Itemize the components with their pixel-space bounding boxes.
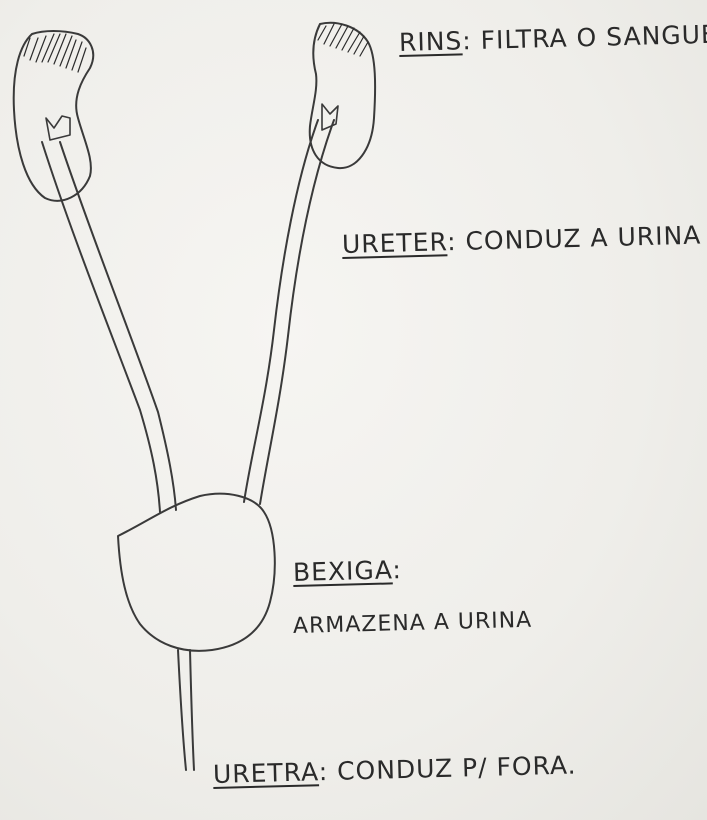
- label-bexiga-term: BEXIGA: [293, 555, 393, 587]
- left-kidney-hilum: [46, 116, 70, 140]
- label-uretra-sep: :: [318, 757, 337, 786]
- label-ureter-sep: :: [447, 227, 466, 256]
- left-kidney-shading: [24, 34, 86, 72]
- urethra-left: [178, 650, 186, 770]
- urethra-right: [190, 650, 194, 770]
- label-uretra-term: URETRA: [213, 757, 319, 789]
- label-rins-term: RINS: [399, 26, 463, 57]
- right-kidney: [310, 23, 375, 168]
- bladder: [118, 494, 275, 651]
- right-ureter-inner: [260, 120, 334, 504]
- right-kidney-shading: [318, 24, 368, 56]
- left-ureter-inner: [60, 142, 176, 510]
- label-rins-sep: :: [462, 26, 481, 55]
- label-bexiga-sep: :: [392, 555, 402, 584]
- right-kidney-hilum: [322, 104, 338, 130]
- label-ureter-desc: CONDUZ A URINA: [465, 221, 702, 256]
- left-ureter-outer: [42, 142, 160, 512]
- label-bexiga: BEXIGA:: [293, 555, 403, 587]
- right-ureter-outer: [244, 120, 318, 502]
- label-ureter-term: URETER: [342, 227, 448, 259]
- label-rins-desc: FILTRA O SANGUE: [480, 20, 707, 55]
